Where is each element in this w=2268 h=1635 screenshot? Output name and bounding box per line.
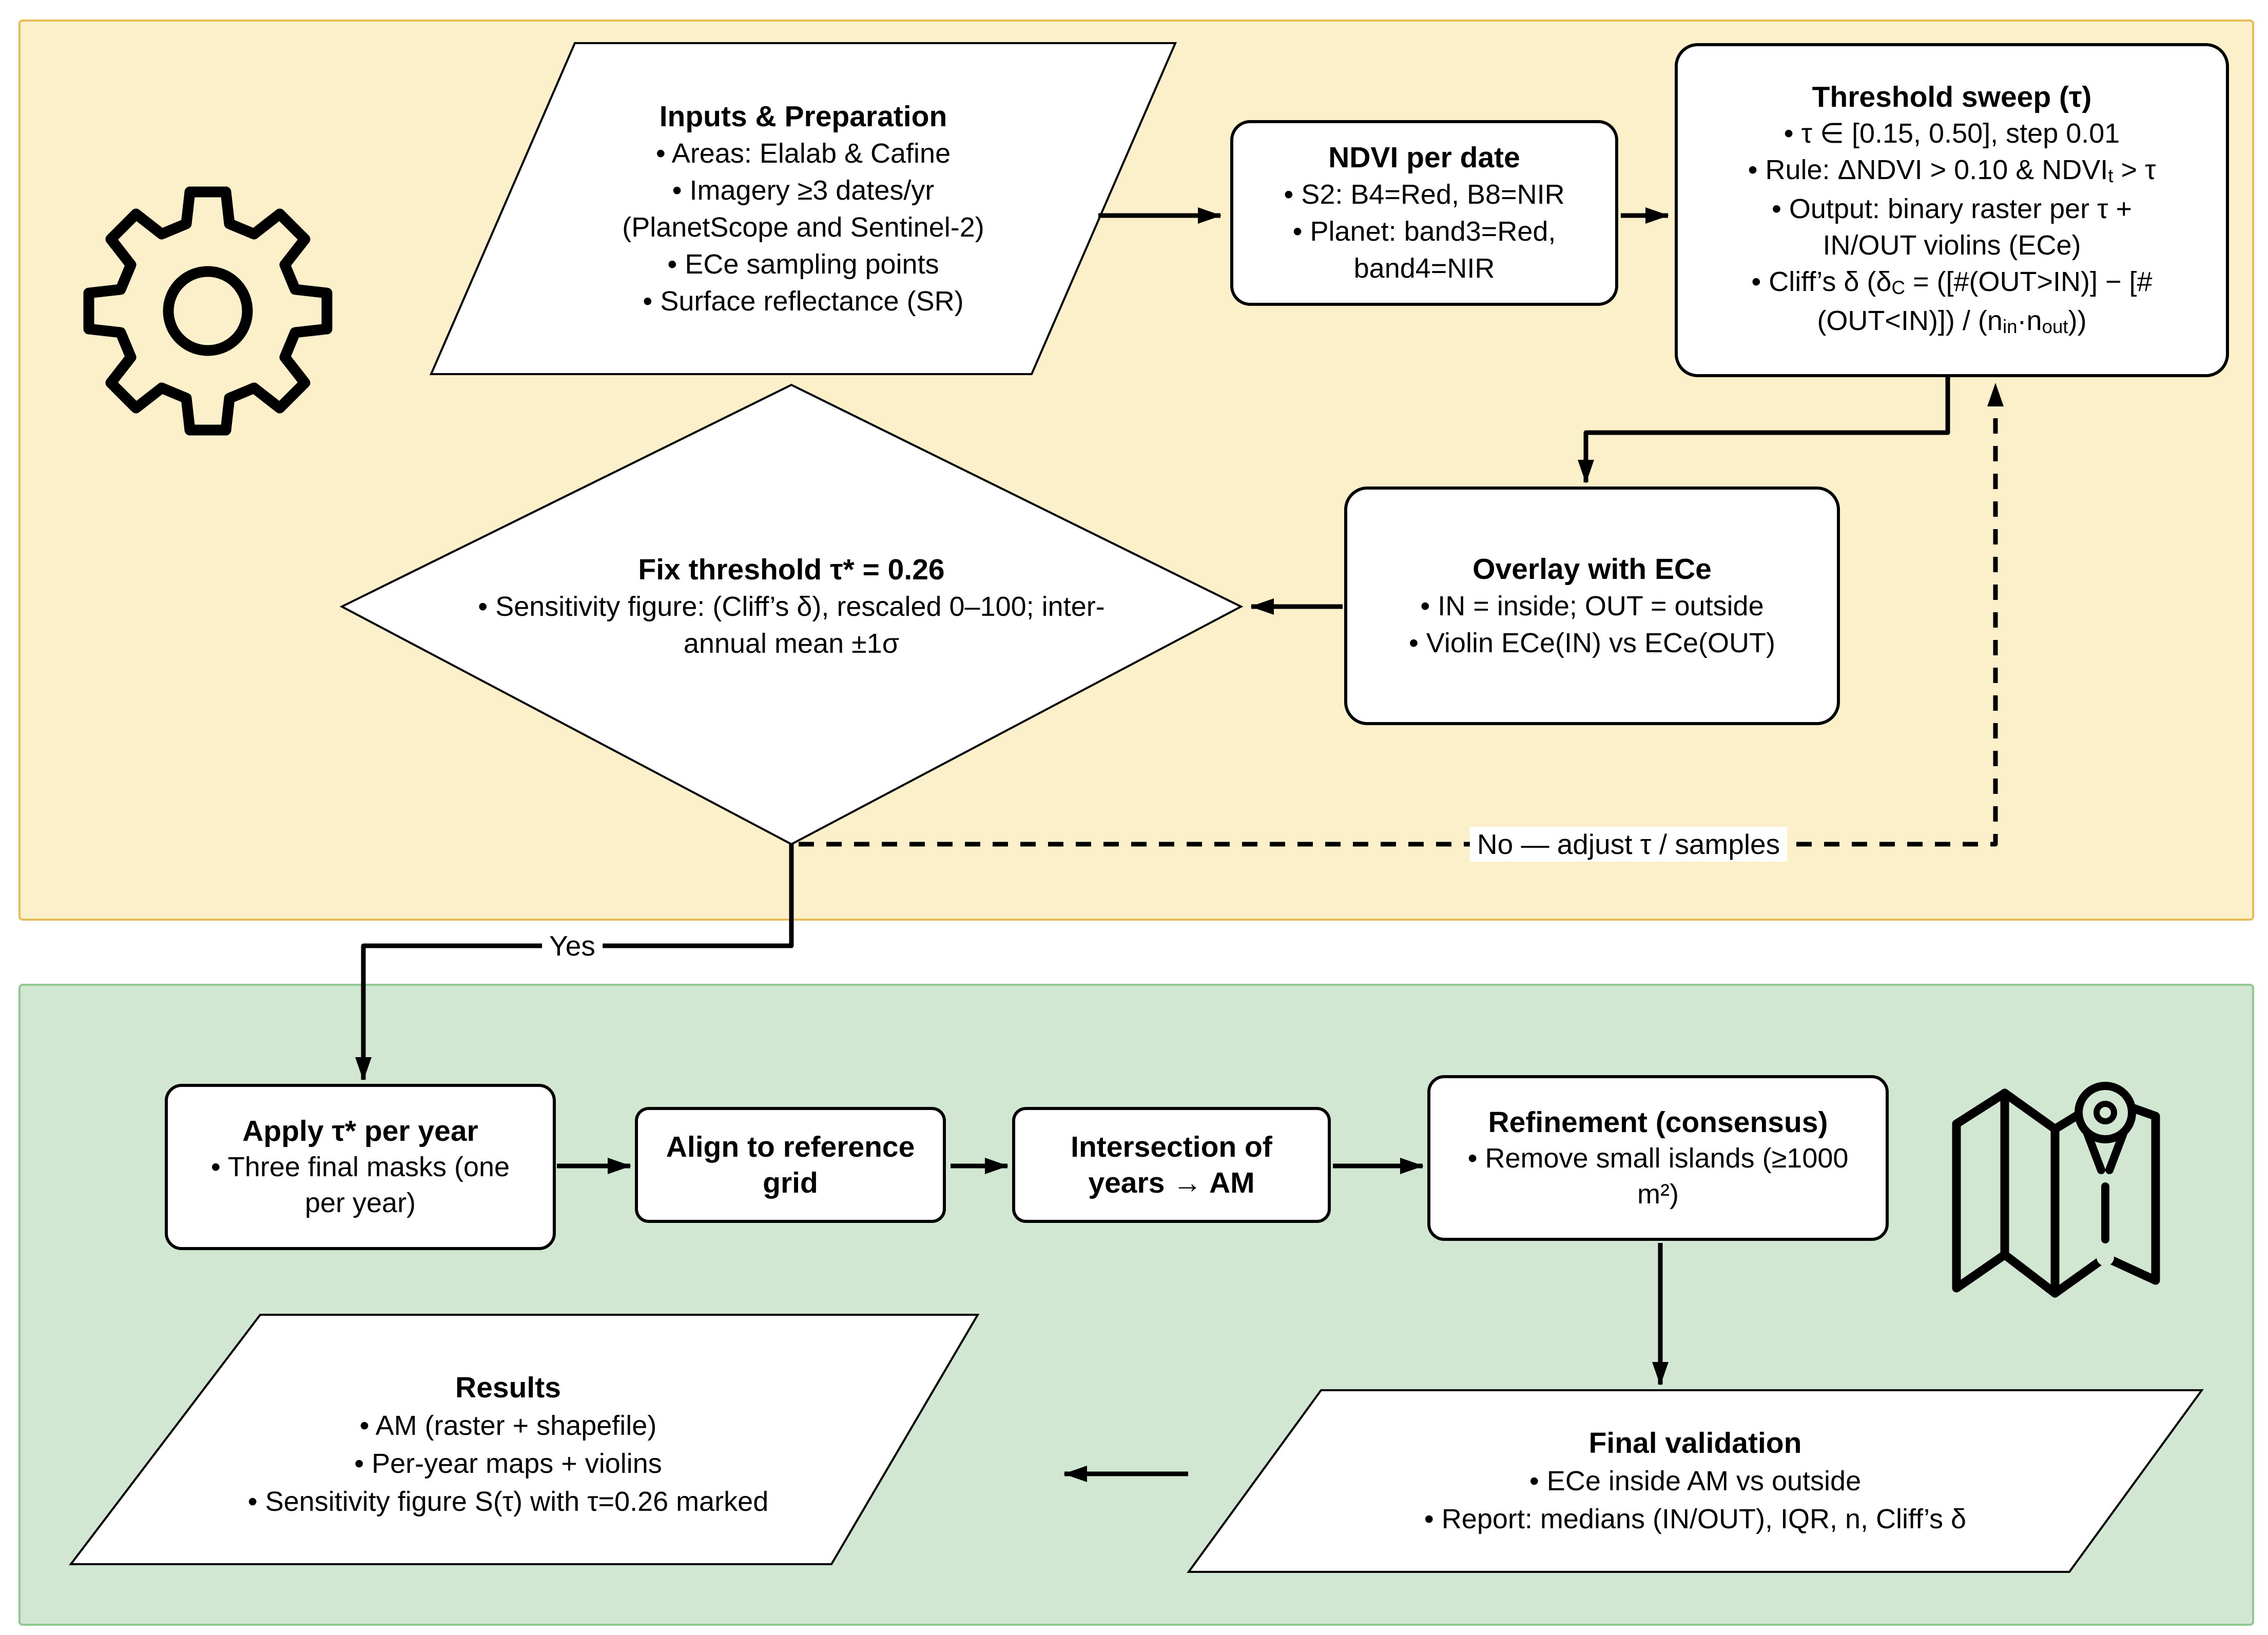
inputs-line: • Areas: Elalab & Cafine (655, 138, 951, 169)
ndvi-line: • Planet: band3=Red, (1292, 216, 1556, 247)
refinement-line: • Remove small islands (≥1000 (1467, 1142, 1849, 1174)
gear-icon (83, 186, 333, 436)
results-parallelogram-shape (68, 1314, 980, 1565)
apply-title: Apply τ* per year (242, 1115, 478, 1147)
overlay-line: • IN = inside; OUT = outside (1420, 590, 1764, 621)
overlay-box-shape (1344, 486, 1840, 725)
align-title: grid (763, 1166, 818, 1199)
threshold-line: • τ ∈ [0.15, 0.50], step 0.01 (1784, 118, 2120, 149)
apply-box-shape (165, 1084, 556, 1250)
refinement-box-shape (1427, 1075, 1889, 1241)
threshold-line: (OUT<IN)]) / (nin·nout)) (1817, 305, 2087, 338)
ndvi-box-shape (1230, 120, 1618, 306)
refinement-node: Refinement (consensus) • Remove small is… (1429, 1077, 1887, 1239)
threshold-line: • Output: binary raster per τ + (1771, 193, 2133, 224)
final-validation-line: • Report: medians (IN/OUT), IQR, n, Clif… (1424, 1504, 1967, 1534)
results-node: Results • AM (raster + shapefile) • Per-… (247, 1325, 769, 1564)
inputs-line: • ECe sampling points (667, 248, 939, 280)
decision-title: Fix threshold τ* = 0.26 (638, 553, 945, 586)
inputs-title: Inputs & Preparation (659, 100, 947, 133)
threshold-line: • Rule: ΔNDVI > 0.10 & NDVIt > τ (1748, 154, 2156, 187)
align-title: Align to reference (666, 1131, 915, 1163)
decision-node: Fix threshold τ* = 0.26 • Sensitivity fi… (478, 530, 1104, 684)
results-title: Results (455, 1371, 561, 1404)
apply-line: per year) (304, 1188, 416, 1218)
final-validation-line: • ECe inside AM vs outside (1529, 1466, 1862, 1496)
overlay-title: Overlay with ECe (1472, 552, 1712, 586)
inputs-line: (PlanetScope and Sentinel-2) (622, 211, 984, 243)
final-validation-node: Final validation • ECe inside AM vs outs… (1424, 1390, 1966, 1572)
inputs-line: • Imagery ≥3 dates/yr (672, 174, 935, 206)
no-edge-label: No — adjust τ / samples (1469, 827, 1788, 862)
intersection-box-shape (1012, 1107, 1331, 1223)
results-line: • Per-year maps + violins (354, 1448, 662, 1479)
yes-edge-label: Yes (542, 928, 603, 963)
connector-threshold-to-overlay (1578, 377, 1950, 483)
overlay-line: • Violin ECe(IN) vs ECe(OUT) (1408, 627, 1776, 658)
align-node: Align to reference grid (636, 1108, 944, 1221)
intersection-node: Intersection of years → AM (1014, 1108, 1329, 1221)
overlay-node: Overlay with ECe • IN = inside; OUT = ou… (1346, 488, 1838, 724)
ndvi-node: NDVI per date • S2: B4=Red, B8=NIR • Pla… (1232, 122, 1617, 304)
intersection-title: Intersection of (1071, 1131, 1272, 1163)
decision-line: • Sensitivity figure: (Cliff’s δ), resca… (478, 591, 1105, 622)
results-line: • AM (raster + shapefile) (359, 1410, 657, 1441)
threshold-line: • Cliff’s δ (δC = ([#(OUT>IN)] − [# (1751, 266, 2153, 299)
threshold-title: Threshold sweep (τ) (1812, 80, 2092, 113)
threshold-box-shape (1675, 43, 2229, 377)
refinement-line: m²) (1637, 1178, 1679, 1210)
ndvi-line: • S2: B4=Red, B8=NIR (1284, 179, 1565, 210)
final-validation-parallelogram-shape (1187, 1389, 2204, 1573)
decision-line: annual mean ±1σ (683, 628, 900, 659)
inputs-line: • Surface reflectance (SR) (643, 285, 964, 317)
folded-map-location-pin-icon (1952, 1082, 2160, 1298)
align-box-shape (635, 1107, 946, 1223)
ndvi-title: NDVI per date (1328, 141, 1520, 174)
feedback-no-dashed-arrow (799, 383, 2004, 847)
refinement-title: Refinement (consensus) (1488, 1105, 1828, 1139)
apply-line: • Three final masks (one (210, 1152, 510, 1182)
inputs-node: Inputs & Preparation • Areas: Elalab & C… (518, 43, 1088, 374)
threshold-line: IN/OUT violins (ECe) (1823, 229, 2081, 261)
ndvi-line: band4=NIR (1353, 253, 1495, 284)
results-line: • Sensitivity figure S(τ) with τ=0.26 ma… (247, 1486, 769, 1517)
inputs-parallelogram-shape (429, 42, 1177, 375)
intersection-title: years → AM (1088, 1166, 1255, 1199)
threshold-node: Threshold sweep (τ) • τ ∈ [0.15, 0.50], … (1676, 45, 2227, 376)
apply-node: Apply τ* per year • Three final masks (o… (166, 1085, 554, 1249)
final-validation-title: Final validation (1588, 1427, 1802, 1459)
